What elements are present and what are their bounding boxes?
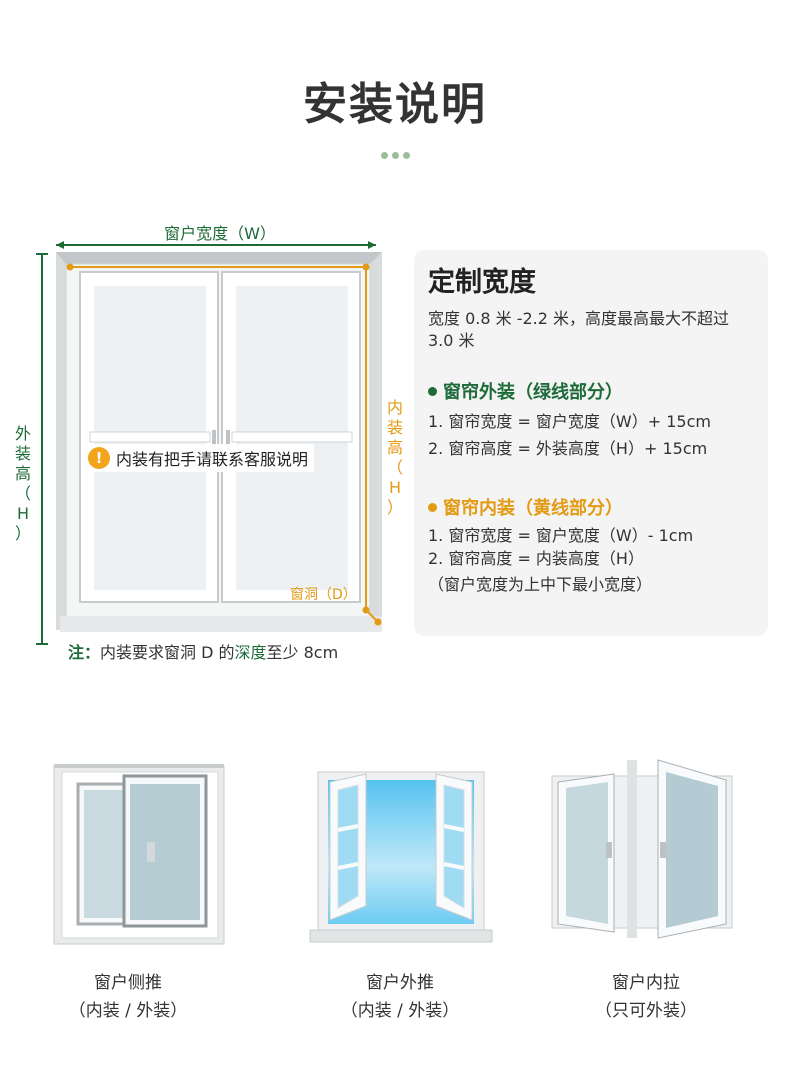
custom-width-panel: 定制宽度 宽度 0.8 米 -2.2 米，高度最高最大不超过 3.0 米 窗帘外… — [414, 250, 768, 636]
handle-warning-text: 内装有把手请联系客服说明 — [116, 450, 309, 469]
window-type-inward-install: （只可外装） — [595, 1001, 697, 1021]
sliding-window-illustration — [53, 764, 225, 945]
outer-height-label: 外 装 高 （ H ） — [14, 424, 31, 543]
inside-rule-1: 1. 窗帘宽度 = 窗户宽度（W）- 1cm — [428, 526, 694, 545]
outside-rule-2: 2. 窗帘高度 = 外装高度（H）+ 15cm — [428, 439, 708, 458]
window-diagram — [36, 241, 382, 645]
inside-rule-note: （窗户宽度为上中下最小宽度） — [428, 575, 653, 594]
inside-install-heading: 窗帘内装（黄线部分） — [428, 494, 623, 520]
panel-title: 定制宽度 — [428, 267, 536, 298]
title-dots — [0, 144, 790, 163]
window-type-outward-install: （内装 / 外装） — [340, 1001, 460, 1021]
orange-dot-icon — [428, 502, 437, 512]
window-type-outward: 窗户外推 — [366, 973, 434, 993]
outward-window-illustration — [309, 771, 493, 943]
page-title: 安装说明 — [303, 79, 487, 130]
green-dot-icon — [428, 386, 437, 396]
depth-note: 注：内装要求窗洞 D 的深度至少 8cm — [68, 643, 339, 662]
panel-intro: 宽度 0.8 米 -2.2 米，高度最高最大不超过 3.0 米 — [428, 309, 730, 350]
window-width-label: 窗户宽度（W） — [164, 224, 276, 243]
inner-height-label: 内 装 高 （ H ） — [386, 398, 403, 517]
outside-install-heading: 窗帘外装（绿线部分） — [428, 378, 623, 404]
warning-icon: ! — [88, 447, 110, 469]
window-recess-label: 窗洞（D） — [290, 587, 357, 603]
inward-window-illustration — [551, 759, 733, 939]
outside-rule-1: 1. 窗帘宽度 = 窗户宽度（W）+ 15cm — [428, 412, 711, 431]
window-type-inward: 窗户内拉 — [612, 973, 680, 993]
window-type-sliding: 窗户侧推 — [94, 973, 162, 993]
handle-warning: ! 内装有把手请联系客服说明 — [84, 444, 315, 472]
inside-rule-2: 2. 窗帘高度 = 内装高度（H） — [428, 549, 644, 568]
window-type-sliding-install: （内装 / 外装） — [68, 1001, 188, 1021]
